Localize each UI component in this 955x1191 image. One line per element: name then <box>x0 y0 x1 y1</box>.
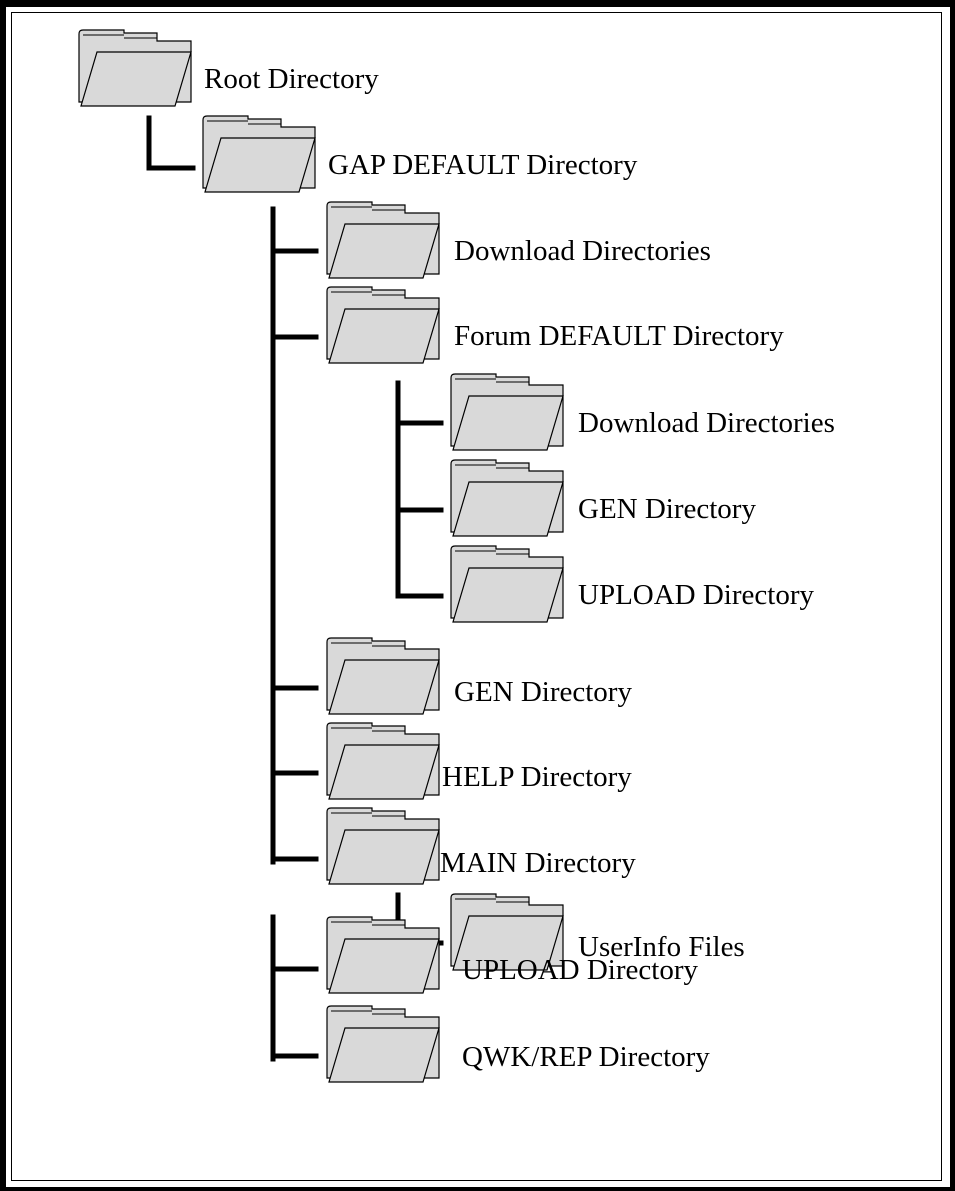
node-label-gap-default: GAP DEFAULT Directory <box>328 149 638 181</box>
folder-icon <box>450 373 564 451</box>
folder-icon <box>326 201 440 279</box>
node-label-download-1: Download Directories <box>454 235 711 267</box>
connector-root-gap <box>146 115 196 171</box>
node-label-forum-download: Download Directories <box>578 407 835 439</box>
folder-icon <box>202 115 316 193</box>
node-label-gen: GEN Directory <box>454 676 632 708</box>
folder-icon <box>326 286 440 364</box>
node-label-upload: UPLOAD Directory <box>462 954 698 986</box>
inner-frame <box>11 12 942 1181</box>
folder-icon <box>450 545 564 623</box>
folder-icon <box>326 1005 440 1083</box>
folder-icon <box>78 29 192 107</box>
folder-icon <box>450 459 564 537</box>
folder-icon <box>326 637 440 715</box>
node-label-userinfo: UserInfo Files <box>578 931 745 963</box>
folder-icon <box>326 807 440 885</box>
folder-icon <box>326 722 440 800</box>
tree-connectors <box>146 115 444 972</box>
node-label-help: HELP Directory <box>442 761 632 793</box>
node-label-root: Root Directory <box>204 63 379 95</box>
node-label-forum-default: Forum DEFAULT Directory <box>454 320 784 352</box>
node-label-forum-gen: GEN Directory <box>578 493 756 525</box>
connector-forum-trunk <box>395 380 444 599</box>
node-label-forum-upload: UPLOAD Directory <box>578 579 814 611</box>
folder-icon <box>326 916 440 994</box>
node-label-qwk-rep: QWK/REP Directory <box>462 1041 710 1073</box>
node-label-main: MAIN Directory <box>440 847 636 879</box>
